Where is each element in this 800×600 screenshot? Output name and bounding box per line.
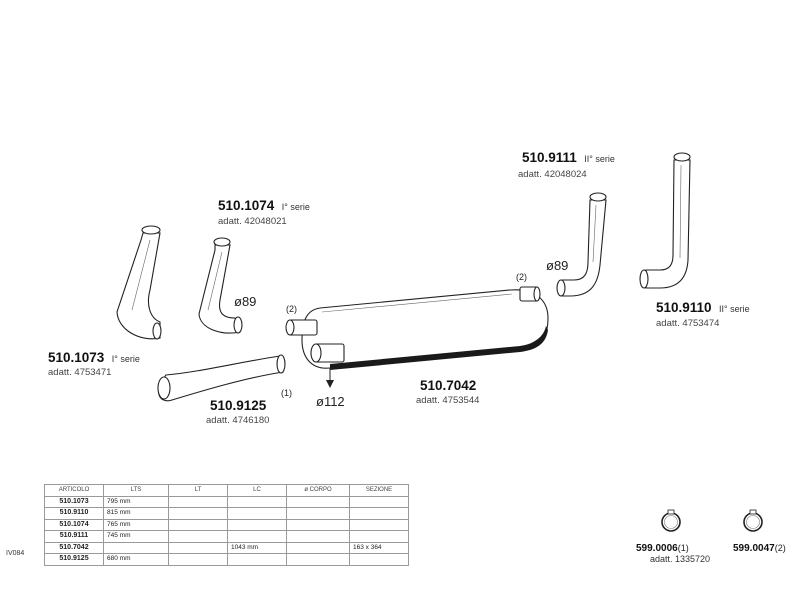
diameter-112-arrow bbox=[326, 368, 334, 388]
part-number-510-7042: 510.7042 bbox=[420, 378, 476, 393]
table-cell bbox=[286, 507, 350, 520]
pipe-510-1074[interactable] bbox=[198, 237, 243, 334]
cell-article: 510.1073 bbox=[44, 495, 104, 508]
part-number-510-9125: 510.9125 bbox=[210, 398, 267, 413]
clamp-599-0047[interactable] bbox=[743, 509, 763, 532]
part-number-510-9110: 510.9110 II° serie bbox=[656, 299, 750, 316]
col-header: SEZIONE bbox=[349, 484, 409, 497]
cell-article: 510.9111 bbox=[44, 530, 104, 543]
ref-599-0006: adatt. 1335720 bbox=[650, 554, 710, 564]
pipe-510-9125[interactable] bbox=[157, 354, 286, 402]
cell-article: 510.9110 bbox=[44, 507, 104, 520]
part-number-599-0006: 599.0006(1) bbox=[636, 543, 689, 554]
ref-510-9110: adatt. 4753474 bbox=[656, 318, 719, 329]
table-cell bbox=[286, 518, 350, 531]
spec-table: ARTICOLO LTS LT LC ø CORPO SEZIONE 510.1… bbox=[44, 484, 409, 566]
col-header: LC bbox=[227, 484, 287, 497]
table-cell bbox=[349, 530, 409, 543]
ref-510-7042: adatt. 4753544 bbox=[416, 395, 479, 406]
col-header: ARTICOLO bbox=[44, 484, 104, 497]
table-cell: 815 mm bbox=[103, 507, 169, 520]
table-cell bbox=[168, 495, 228, 508]
ref-510-1074: adatt. 42048021 bbox=[218, 216, 287, 227]
table-cell bbox=[349, 507, 409, 520]
table-cell bbox=[227, 553, 287, 566]
pipe-510-9111[interactable] bbox=[556, 192, 607, 297]
pipe-510-1073[interactable] bbox=[116, 225, 162, 340]
table-row: 510.7042 1043 mm 163 x 364 bbox=[44, 541, 409, 554]
table-cell bbox=[227, 495, 287, 508]
table-cell: 1043 mm bbox=[227, 541, 287, 554]
table-cell bbox=[168, 541, 228, 554]
table-cell bbox=[286, 553, 350, 566]
table-cell bbox=[168, 507, 228, 520]
cell-article: 510.7042 bbox=[44, 541, 104, 554]
pipe-510-9110[interactable] bbox=[639, 152, 691, 289]
table-cell bbox=[168, 518, 228, 531]
table-cell bbox=[168, 553, 228, 566]
clamp-599-0006[interactable] bbox=[661, 509, 681, 532]
part-number-510-1073: 510.1073 I° serie bbox=[48, 349, 140, 366]
table-cell: 795 mm bbox=[103, 495, 169, 508]
qty-muffler-left: (2) bbox=[286, 304, 297, 314]
table-cell bbox=[168, 530, 228, 543]
qty-pipe-9125: (1) bbox=[281, 388, 292, 398]
table-cell bbox=[349, 518, 409, 531]
diameter-label-89-right: ø89 bbox=[546, 258, 568, 273]
table-cell: 680 mm bbox=[103, 553, 169, 566]
diagram-code: IV084 bbox=[6, 550, 25, 557]
cell-article: 510.1074 bbox=[44, 518, 104, 531]
part-number-510-1074: 510.1074 I° serie bbox=[218, 197, 310, 214]
diameter-label-89-left: ø89 bbox=[234, 294, 256, 309]
ref-510-9125: adatt. 4746180 bbox=[206, 415, 269, 426]
table-cell bbox=[286, 530, 350, 543]
table-cell bbox=[286, 541, 350, 554]
col-header: LT bbox=[168, 484, 228, 497]
col-header: LTS bbox=[103, 484, 169, 497]
cell-article: 510.9125 bbox=[44, 553, 104, 566]
muffler-510-7042[interactable] bbox=[285, 286, 549, 370]
part-number-599-0047: 599.0047(2) bbox=[733, 543, 786, 554]
table-cell: 765 mm bbox=[103, 518, 169, 531]
table-cell bbox=[349, 495, 409, 508]
table-cell bbox=[349, 553, 409, 566]
table-cell bbox=[227, 518, 287, 531]
ref-510-9111: adatt. 42048024 bbox=[518, 169, 587, 180]
diameter-label-112: ø112 bbox=[316, 394, 345, 409]
col-header: ø CORPO bbox=[286, 484, 350, 497]
table-header-row: ARTICOLO LTS LT LC ø CORPO SEZIONE bbox=[44, 484, 409, 497]
table-cell bbox=[103, 541, 169, 554]
table-cell: 745 mm bbox=[103, 530, 169, 543]
table-cell: 163 x 364 bbox=[349, 541, 409, 554]
ref-510-1073: adatt. 4753471 bbox=[48, 367, 111, 378]
table-cell bbox=[227, 530, 287, 543]
qty-muffler-right: (2) bbox=[516, 272, 527, 282]
table-cell bbox=[286, 495, 350, 508]
part-number-510-9111: 510.9111 II° serie bbox=[522, 149, 615, 166]
table-cell bbox=[227, 507, 287, 520]
